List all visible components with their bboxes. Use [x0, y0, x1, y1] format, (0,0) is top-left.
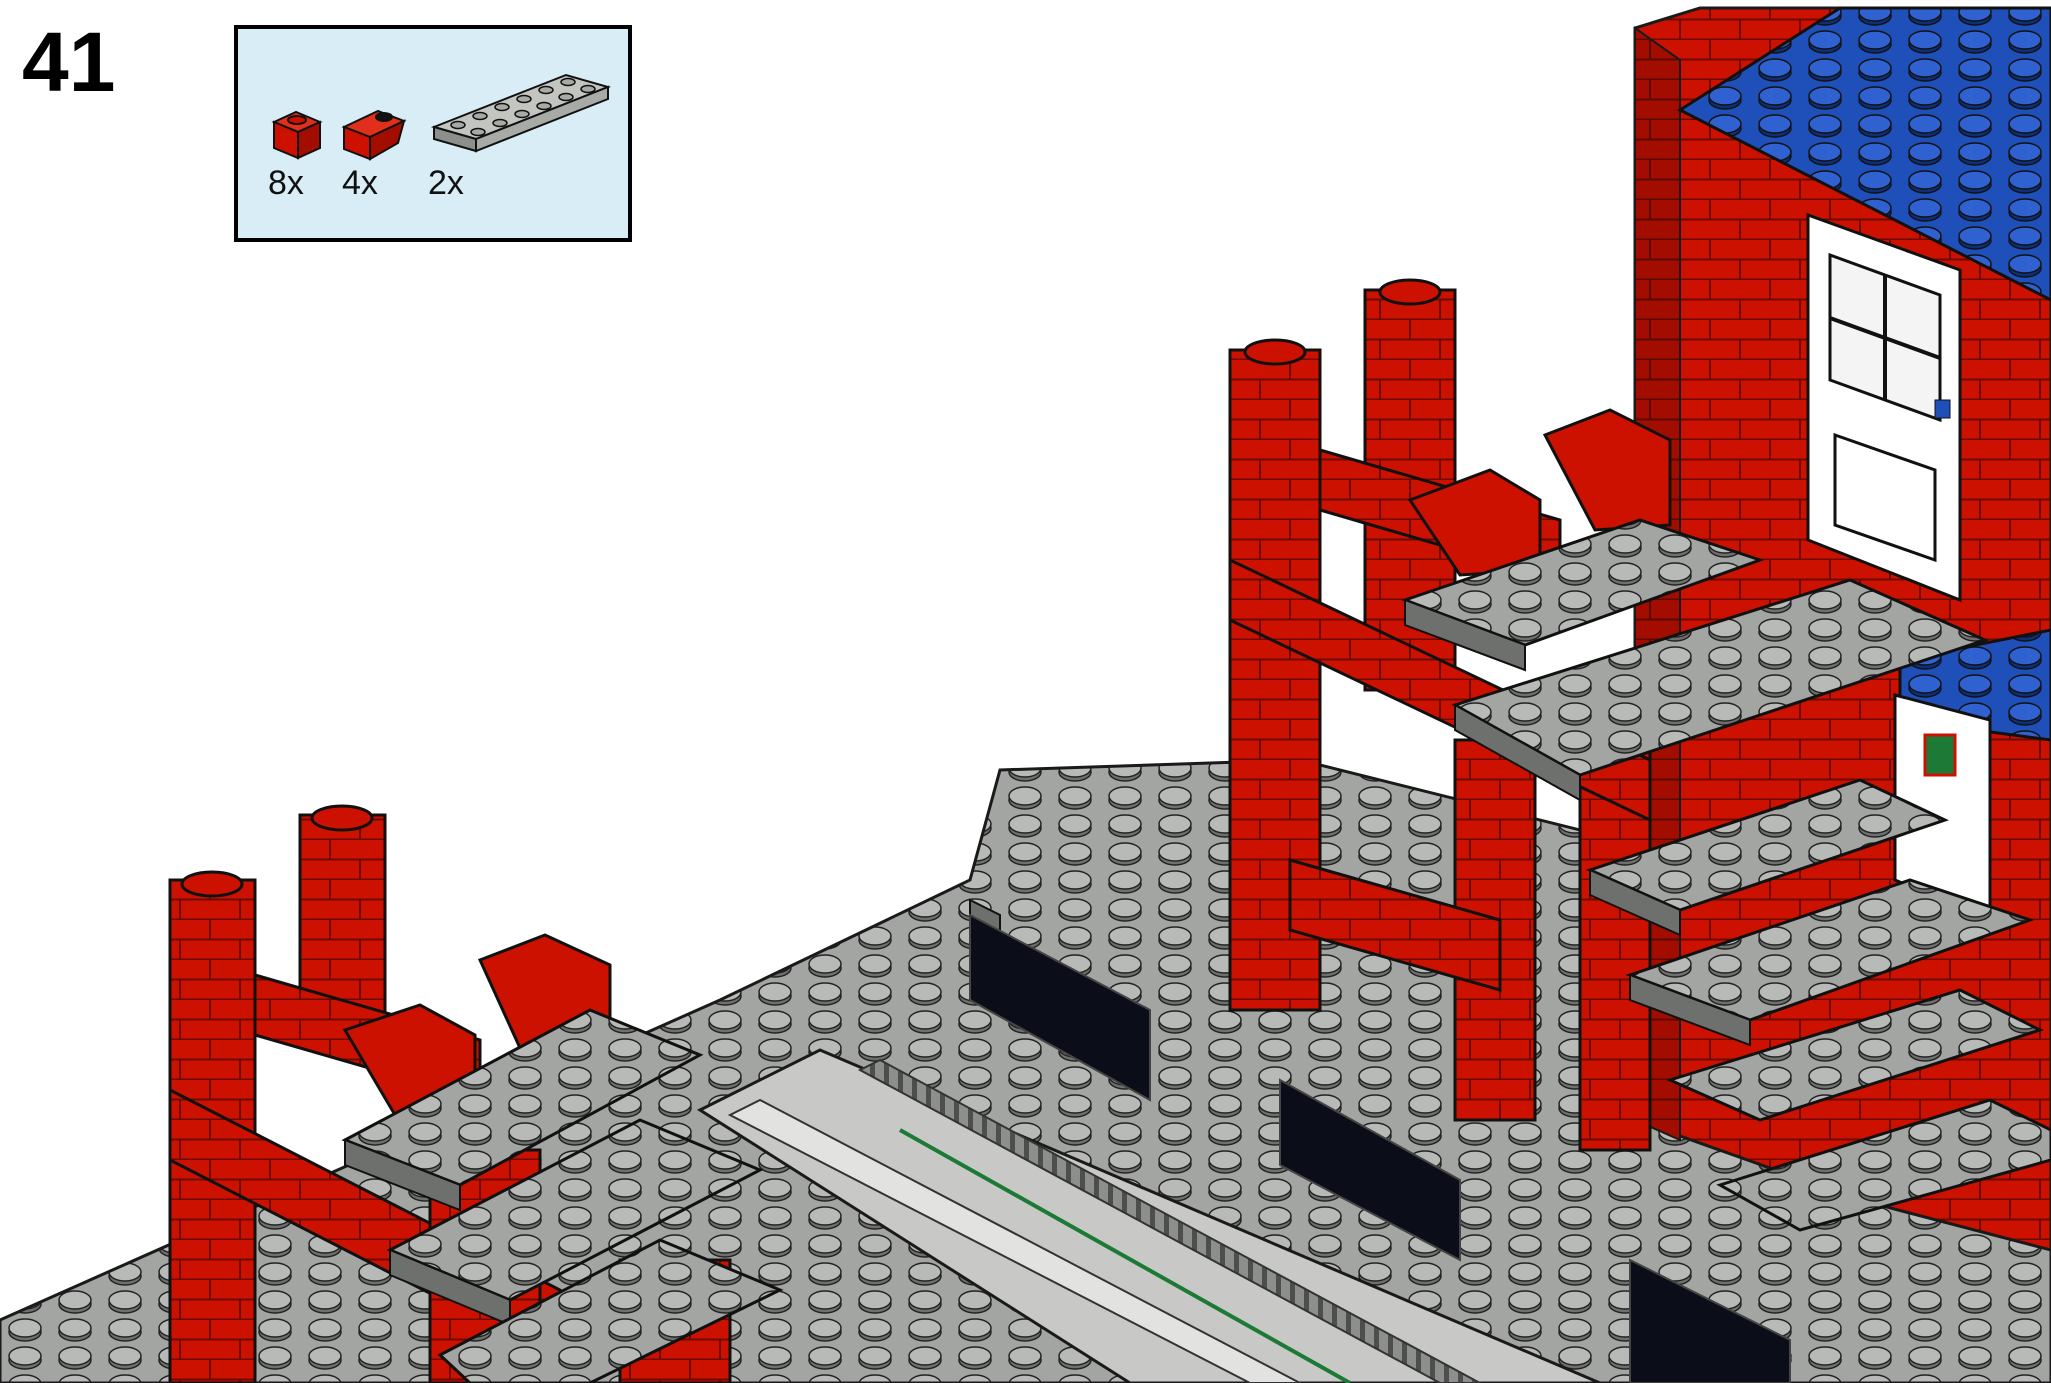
parts-list-callout: 8x 4x 2x [234, 25, 632, 242]
door [1808, 215, 1960, 600]
step-number: 41 [22, 20, 115, 104]
brick-1x1-red-icon [268, 104, 326, 162]
window-flower-pattern [1925, 735, 1955, 775]
part-quantity-2: 4x [342, 164, 378, 203]
plate-2x6-gray-icon [428, 59, 613, 159]
part-quantity-3: 2x [428, 164, 464, 203]
slope-inverted-red-icon [338, 99, 408, 161]
part-quantity-1: 8x [268, 164, 304, 203]
